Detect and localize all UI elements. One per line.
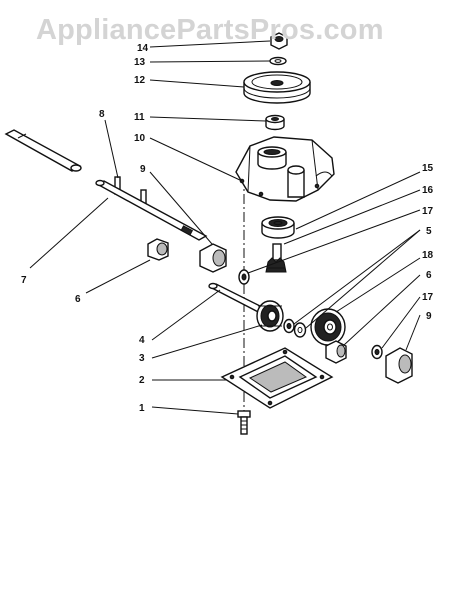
callout-12: 12	[134, 75, 146, 86]
callout-15: 15	[422, 163, 434, 174]
part-bushing[interactable]	[265, 114, 285, 131]
part-screw[interactable]	[237, 410, 251, 435]
part-gasket-cover[interactable]	[220, 347, 334, 409]
part-bushing-left[interactable]	[147, 238, 169, 261]
callout-17-bottom: 17	[422, 292, 434, 303]
part-nut[interactable]	[270, 32, 288, 50]
part-pulley[interactable]	[243, 71, 311, 104]
callout-11: 11	[134, 112, 145, 123]
part-spacer-left[interactable]	[199, 243, 227, 273]
callout-3: 3	[139, 353, 145, 364]
callout-labels: 14 13 12 11 10 8 9 7 6 4 3 2 1 15 16 17 …	[21, 43, 434, 414]
callout-16: 16	[422, 185, 434, 196]
part-bearing[interactable]	[261, 216, 295, 239]
callout-6-left: 6	[75, 294, 81, 305]
part-washer-top[interactable]	[269, 56, 287, 66]
callout-18: 18	[422, 250, 434, 261]
callout-17-top: 17	[422, 206, 434, 217]
callout-14: 14	[137, 43, 149, 54]
callout-5: 5	[426, 226, 432, 237]
part-input-shaft[interactable]	[4, 129, 82, 172]
callout-13: 13	[134, 57, 146, 68]
callout-9-right: 9	[426, 311, 432, 322]
callout-1: 1	[139, 403, 145, 414]
callout-8: 8	[99, 109, 105, 120]
part-drive-gear[interactable]	[256, 300, 284, 332]
part-spacer-right[interactable]	[385, 347, 413, 384]
callout-7: 7	[21, 275, 27, 286]
callout-2: 2	[139, 375, 145, 386]
part-thrust-washer-right[interactable]	[371, 344, 383, 360]
callout-4: 4	[139, 335, 145, 346]
part-washer-pair[interactable]	[283, 318, 307, 338]
leader-lines	[29, 40, 421, 415]
callout-10: 10	[134, 133, 146, 144]
callout-6-right: 6	[426, 270, 432, 281]
part-gear-housing[interactable]	[235, 136, 335, 202]
part-bushing-right[interactable]	[325, 340, 347, 364]
part-ring-gear[interactable]	[310, 308, 346, 346]
callout-9-left: 9	[140, 164, 146, 175]
part-pinion-gear[interactable]	[265, 243, 287, 273]
part-axle-shaft[interactable]	[95, 179, 208, 241]
watermark-text: AppliancePartsPros.com	[36, 14, 384, 46]
part-thrust-washer[interactable]	[238, 269, 250, 285]
